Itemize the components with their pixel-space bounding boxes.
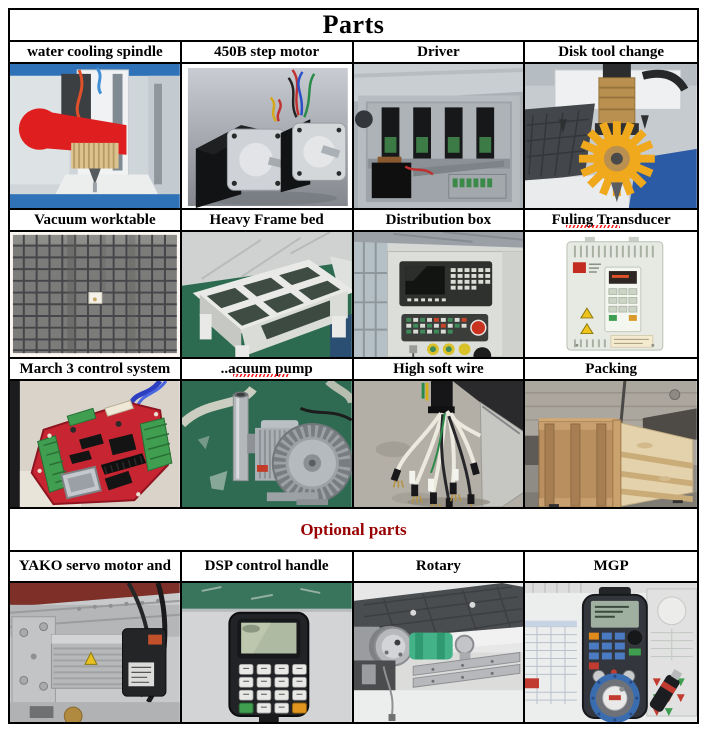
header-label: Driver xyxy=(417,43,460,60)
photo-fuling-transducer xyxy=(525,232,697,359)
spellcheck-squiggle xyxy=(566,225,620,228)
header-label: March 3 control system xyxy=(19,360,171,377)
photo-heavy-frame-bed xyxy=(181,232,354,359)
header-rotary: Rotary xyxy=(353,552,526,583)
photo-packing-crate xyxy=(525,381,697,509)
header-label: Fuling Transducer xyxy=(551,211,671,228)
header-distribution-box: Distribution box xyxy=(353,210,526,232)
header-vacuum-pump: ..acuum pump xyxy=(181,359,354,381)
header-label: YAKO servo motor and xyxy=(18,558,171,574)
photo-disk-tool-change xyxy=(525,64,697,210)
header-march-3-control-system: March 3 control system xyxy=(10,359,182,381)
photo-dsp-control-handle xyxy=(181,583,354,722)
photo-yako-servo-motor xyxy=(10,583,182,722)
header-label: Disk tool change xyxy=(558,43,665,60)
header-label: Distribution box xyxy=(385,211,492,228)
parts-table: Parts water cooling spindle 450B step mo… xyxy=(8,8,699,724)
photo-water-cooling-spindle xyxy=(10,64,182,210)
header-label: MGP xyxy=(593,558,629,574)
header-fuling-transducer: Fuling Transducer xyxy=(525,210,697,232)
spellcheck-squiggle xyxy=(232,374,289,377)
optional-parts-heading: Optional parts xyxy=(10,509,697,552)
header-water-cooling-spindle: water cooling spindle xyxy=(10,42,182,64)
photo-distribution-box xyxy=(353,232,526,359)
header-dsp-control-handle: DSP control handle xyxy=(181,552,354,583)
photo-high-soft-wire xyxy=(353,381,526,509)
header-label: Packing xyxy=(585,360,637,377)
photo-step-motor xyxy=(181,64,354,210)
header-heavy-frame-bed: Heavy Frame bed xyxy=(181,210,354,232)
header-driver: Driver xyxy=(353,42,526,64)
header-vacuum-worktable: Vacuum worktable xyxy=(10,210,182,232)
page-title: Parts xyxy=(10,10,697,42)
photo-driver xyxy=(353,64,526,210)
photo-mgp-handwheel xyxy=(525,583,697,722)
header-label: Rotary xyxy=(415,558,461,574)
header-yako-servo-motor: YAKO servo motor and xyxy=(10,552,182,583)
header-label: Vacuum worktable xyxy=(34,211,156,228)
header-label: High soft wire xyxy=(393,360,484,377)
header-450b-step-motor: 450B step motor xyxy=(181,42,354,64)
header-label: DSP control handle xyxy=(204,558,329,574)
header-packing: Packing xyxy=(525,359,697,381)
photo-vacuum-worktable xyxy=(10,232,182,359)
header-high-soft-wire: High soft wire xyxy=(353,359,526,381)
photo-rotary xyxy=(353,583,526,722)
header-label: Heavy Frame bed xyxy=(209,211,324,228)
photo-march3-control-board xyxy=(10,381,182,509)
header-disk-tool-change: Disk tool change xyxy=(525,42,697,64)
header-mgp: MGP xyxy=(525,552,697,583)
header-label: 450B step motor xyxy=(214,43,320,60)
header-label: ..acuum pump xyxy=(220,360,313,377)
photo-vacuum-pump xyxy=(181,381,354,509)
header-label: water cooling spindle xyxy=(27,43,163,60)
